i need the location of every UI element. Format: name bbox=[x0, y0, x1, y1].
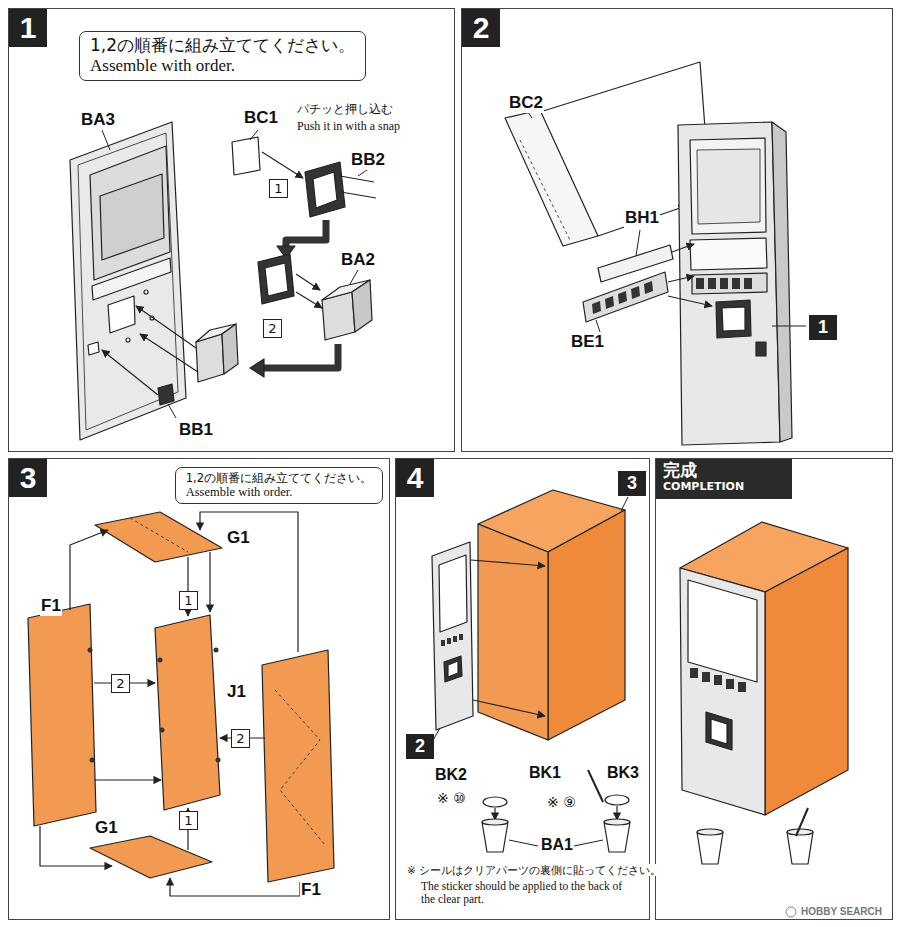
part-name: BC2 bbox=[508, 93, 544, 113]
callout-number: 1 bbox=[182, 592, 195, 609]
part-name: BA2 bbox=[340, 250, 376, 270]
completion-band: 完成COMPLETION bbox=[656, 459, 792, 499]
order-callout: 1 bbox=[269, 179, 288, 198]
part-name: BK3 bbox=[606, 764, 640, 782]
part-name: BK1 bbox=[528, 764, 562, 782]
sticker-note: The sticker should be applied to the bac… bbox=[420, 880, 637, 906]
step-panel: 21 bbox=[461, 8, 893, 452]
note-japanese: 1,2の順番に組み立ててください。 bbox=[186, 471, 372, 485]
part-name: G1 bbox=[94, 818, 119, 838]
part-name: J1 bbox=[226, 682, 247, 702]
step-panel: 4 3 2 bbox=[395, 458, 650, 920]
part-name: BC1 bbox=[243, 108, 279, 128]
completion-title: 完成 bbox=[663, 461, 785, 480]
sticker-mark: ※ ⑩ bbox=[436, 790, 467, 806]
part-name: BB2 bbox=[350, 150, 386, 170]
callout-number: 2 bbox=[266, 320, 279, 337]
part-name: G1 bbox=[226, 528, 251, 548]
part-name: BH1 bbox=[624, 208, 660, 228]
sticker-mark: ※ ⑨ bbox=[546, 794, 577, 810]
instruction-note: 1,2の順番に組み立ててください。Assemble with order. bbox=[175, 467, 383, 504]
callout-number: 1 bbox=[272, 180, 285, 197]
step-number: 2 bbox=[462, 9, 500, 47]
callout-number: 2 bbox=[114, 675, 127, 692]
step-number: 4 bbox=[396, 459, 434, 497]
step-panel: 3 1,2の順番に組み立ててください。Assemble with order. 1 2… bbox=[8, 458, 390, 920]
instruction-note: 1,2の順番に組み立ててください。Assemble with order. bbox=[79, 31, 366, 81]
part-name: F1 bbox=[40, 596, 62, 616]
order-callout: 2 bbox=[231, 729, 250, 748]
completion-subtitle: COMPLETION bbox=[663, 480, 785, 494]
callout-number: 3 bbox=[621, 471, 643, 496]
step-reference: 3 bbox=[618, 471, 646, 496]
step-reference: 1 bbox=[809, 315, 837, 340]
part-name: F1 bbox=[300, 880, 322, 900]
order-callout: 1 bbox=[179, 811, 198, 830]
order-callout: 2 bbox=[111, 674, 130, 693]
part-name: BK2 bbox=[434, 766, 468, 784]
callout-number: 1 bbox=[812, 315, 834, 340]
callout-number: 2 bbox=[409, 734, 431, 759]
watermark: HOBBY SEARCH bbox=[800, 906, 883, 918]
part-name: BA1 bbox=[540, 836, 574, 854]
order-callout: 1 bbox=[179, 591, 198, 610]
snap-note: パチッと押し込む bbox=[296, 103, 394, 117]
part-name: BE1 bbox=[570, 332, 605, 352]
step-number: 3 bbox=[9, 459, 47, 497]
note-japanese: 1,2の順番に組み立ててください。 bbox=[90, 35, 355, 56]
callout-number: 1 bbox=[182, 812, 195, 829]
step-number: 1 bbox=[9, 9, 47, 47]
note-english: Assemble with order. bbox=[90, 56, 355, 76]
order-callout: 2 bbox=[263, 319, 282, 338]
sticker-note: ※ シールはクリアパーツの裏側に貼ってください。 bbox=[406, 864, 662, 876]
completion-panel: 完成COMPLETION bbox=[655, 458, 893, 920]
part-name: BB1 bbox=[178, 420, 214, 440]
step-reference: 2 bbox=[406, 734, 434, 759]
note-english: Assemble with order. bbox=[186, 485, 372, 500]
snap-note: Push it in with a snap bbox=[296, 120, 401, 134]
part-name: BA3 bbox=[80, 110, 116, 130]
step-panel: 1 1,2の順番に組み立ててください。Assemble with order. 1 2 bbox=[8, 8, 455, 452]
callout-number: 2 bbox=[234, 730, 247, 747]
